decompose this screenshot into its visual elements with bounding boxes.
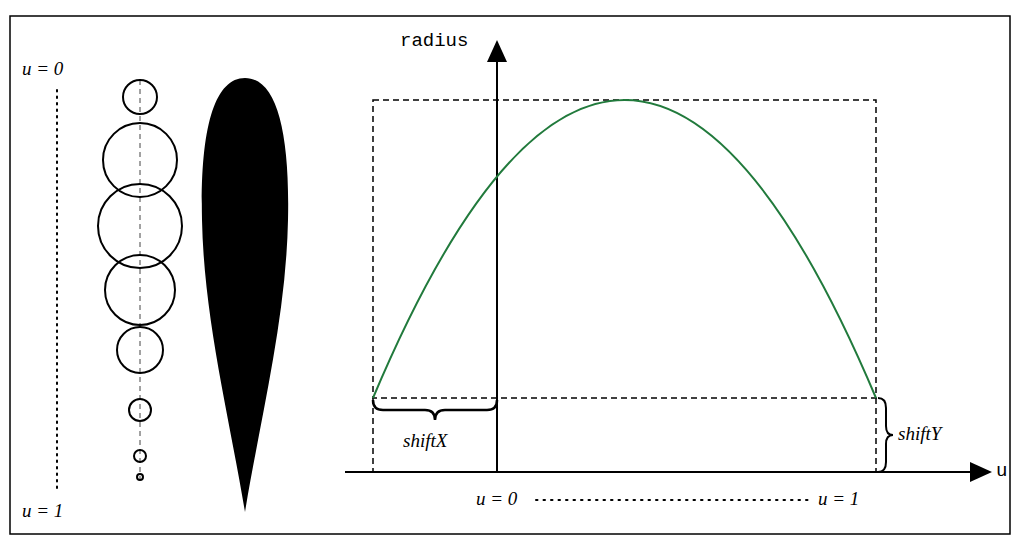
axis-label: u <box>996 460 1007 483</box>
parameter-label: u = 0 <box>22 58 63 81</box>
axis-tick-label: u = 0 <box>476 488 517 511</box>
parameter-label: u = 1 <box>22 500 63 523</box>
axis-label: radius <box>400 30 468 53</box>
circle <box>134 450 146 462</box>
shift-brace <box>878 398 893 472</box>
circle <box>137 474 143 480</box>
circle <box>103 123 177 197</box>
stroke-shape <box>202 78 288 512</box>
guide-line <box>372 398 374 472</box>
axis-tick-label: u = 1 <box>818 488 859 511</box>
bounding-box <box>373 100 876 398</box>
parameter-line <box>56 90 58 490</box>
circle <box>105 255 175 325</box>
axis-arrowhead <box>487 40 507 62</box>
radius-curve <box>373 100 876 398</box>
y-axis <box>496 58 498 472</box>
range-line <box>536 499 810 501</box>
axis-arrowhead <box>970 462 992 482</box>
circle <box>129 399 151 421</box>
figure-frame <box>10 16 1010 534</box>
radius-circles <box>98 80 182 480</box>
dimension-label: shiftX <box>403 430 447 453</box>
circle <box>123 80 157 114</box>
shift-brace <box>373 400 497 420</box>
circle <box>117 327 163 373</box>
dimension-label: shiftY <box>898 423 941 446</box>
guide-line <box>875 398 877 472</box>
